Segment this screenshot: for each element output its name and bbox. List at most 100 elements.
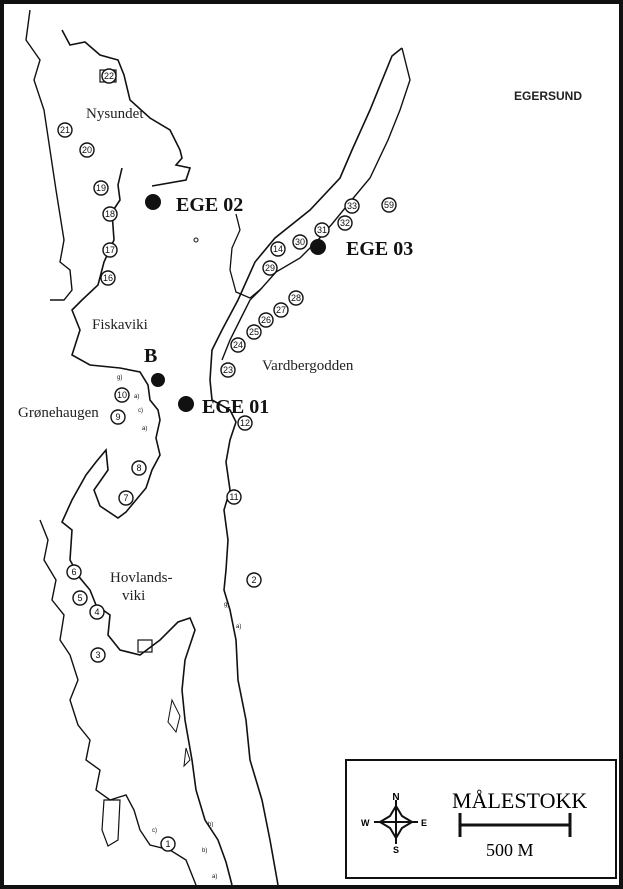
- marker-label-30: 30: [295, 237, 305, 247]
- place-vardbergodden: Vardbergodden: [262, 358, 354, 374]
- marker-circle-26: [258, 312, 274, 328]
- sub-label: a): [134, 394, 139, 400]
- marker-label-8: 8: [136, 463, 141, 473]
- marker-circle-5: [72, 590, 88, 606]
- marker-label-33: 33: [347, 201, 357, 211]
- compass-rose-icon: [374, 800, 418, 844]
- marker-label-21: 21: [60, 125, 70, 135]
- marker-label-2: 2: [251, 575, 256, 585]
- marker-circle-33: [344, 198, 360, 214]
- station-b-dot: [151, 373, 165, 387]
- marker-label-9: 9: [115, 412, 120, 422]
- sub-labels: g) a) c) a) g) a) b) c) b) a): [117, 375, 241, 880]
- sub-label: c): [138, 408, 143, 414]
- marker-label-23: 23: [223, 365, 233, 375]
- marker-circle-32: [337, 215, 353, 231]
- marker-label-16: 16: [103, 273, 113, 283]
- marker-label-24: 24: [233, 340, 243, 350]
- sub-label: a): [212, 874, 217, 880]
- marker-circle-17: [102, 242, 118, 258]
- sub-label: b): [202, 848, 207, 854]
- place-fiskaviki: Fiskaviki: [92, 317, 148, 333]
- marker-label-6: 6: [71, 567, 76, 577]
- station-ege03-dot: [310, 239, 326, 255]
- compass-north: N: [392, 792, 399, 803]
- marker-circle-30: [292, 234, 308, 250]
- marker-circle-2: [246, 572, 262, 588]
- pier: [137, 639, 153, 653]
- scale-title: MÅLESTOKK: [452, 788, 587, 813]
- sub-label: g): [224, 602, 229, 608]
- compass-south: S: [393, 845, 399, 855]
- islet: [183, 747, 191, 768]
- marker-label-25: 25: [249, 327, 259, 337]
- marker-circle-23: [220, 362, 236, 378]
- marker-circle-16: [100, 270, 116, 286]
- marker-circle-59: [381, 197, 397, 213]
- marker-circle-6: [66, 564, 82, 580]
- marker-label-10: 10: [117, 390, 127, 400]
- marker-label-1: 1: [165, 839, 170, 849]
- coastline-west: [61, 29, 233, 886]
- marker-label-11: 11: [229, 492, 238, 502]
- marker-circle-3: [90, 647, 106, 663]
- compass-east: E: [421, 818, 427, 828]
- marker-label-28: 28: [291, 293, 301, 303]
- marker-label-26: 26: [261, 315, 271, 325]
- marker-circle-22: [101, 68, 117, 84]
- coastline-east: [209, 47, 403, 886]
- marker-label-31: 31: [317, 225, 327, 235]
- marker-label-18: 18: [105, 209, 115, 219]
- marker-circle-19: [93, 180, 109, 196]
- sub-label: g): [117, 375, 122, 381]
- compass-west: W: [361, 818, 370, 828]
- station-b-label: B: [144, 345, 157, 367]
- marker-circle-11: [226, 489, 242, 505]
- station-ege02-dot: [145, 194, 161, 210]
- marker-circle-10: [114, 387, 130, 403]
- marker-label-12: 12: [240, 418, 250, 428]
- marker-label-7: 7: [123, 493, 128, 503]
- coastline-west-outer: [25, 9, 73, 301]
- sub-label: c): [152, 828, 157, 834]
- marker-label-27: 27: [276, 305, 286, 315]
- islet: [101, 799, 121, 847]
- marker-circle-28: [288, 290, 304, 306]
- inner-shore: [229, 213, 263, 299]
- marker-label-17: 17: [105, 245, 115, 255]
- marker-circle-31: [314, 222, 330, 238]
- marker-label-19: 19: [96, 183, 106, 193]
- marker-label-32: 32: [340, 218, 350, 228]
- marker-circle-7: [118, 490, 134, 506]
- station-ege02-label: EGE 02: [176, 194, 243, 216]
- marker-label-22: 22: [104, 71, 114, 81]
- marker-label-29: 29: [265, 263, 275, 273]
- marker-circle-12: [237, 415, 253, 431]
- marker-label-14: 14: [273, 244, 283, 254]
- marker-label-4: 4: [94, 607, 99, 617]
- numbered-markers: 2221201918171633323130142959282726252423…: [57, 68, 397, 852]
- marker-circle-9: [110, 409, 126, 425]
- marker-label-3: 3: [95, 650, 100, 660]
- place-hovlandsviki-line1: Hovlands-: [110, 570, 173, 586]
- marker-circle-18: [102, 206, 118, 222]
- station-ege03-label: EGE 03: [346, 238, 413, 260]
- sub-label: b): [208, 822, 213, 828]
- marker-circle-27: [273, 302, 289, 318]
- marker-circle-20: [79, 142, 95, 158]
- marker-label-59: 59: [384, 200, 394, 210]
- station-ege01-dot: [178, 396, 194, 412]
- coastline-southwest: [39, 519, 197, 886]
- sub-label: a): [236, 624, 241, 630]
- sub-label: a): [142, 426, 147, 432]
- marker-label-20: 20: [82, 145, 92, 155]
- islet: [167, 698, 181, 734]
- marker-circle-8: [131, 460, 147, 476]
- place-hovlandsviki-line2: viki: [122, 588, 145, 604]
- islet: [193, 237, 199, 243]
- place-egersund: EGERSUND: [514, 89, 582, 103]
- marker-circle-14: [270, 241, 286, 257]
